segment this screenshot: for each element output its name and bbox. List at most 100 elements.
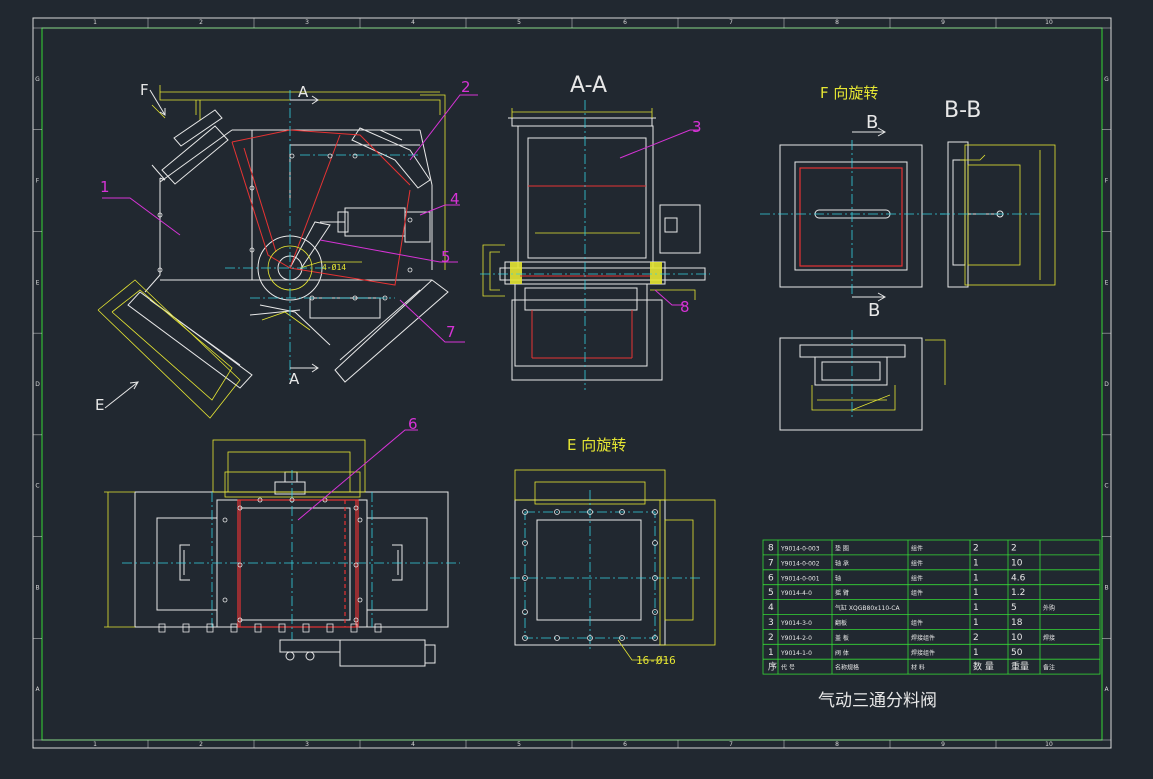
bom-cell-note: 备注 bbox=[1043, 664, 1055, 672]
bom-cell-qty: 1 bbox=[973, 573, 979, 583]
zone-col-label: 2 bbox=[199, 19, 203, 26]
callout-5: 5 bbox=[441, 248, 451, 266]
bom-cell-no: 3 bbox=[768, 618, 774, 628]
bom-cell-code: Y9014-3-0 bbox=[780, 620, 812, 627]
zone-row-label: E bbox=[1105, 279, 1109, 286]
bom-cell-wt: 1.2 bbox=[1011, 588, 1025, 598]
zone-row-label: B bbox=[35, 584, 39, 591]
callout-4: 4 bbox=[450, 190, 460, 208]
bom-cell-qty: 数 量 bbox=[973, 661, 994, 673]
callout-8: 8 bbox=[680, 298, 690, 316]
bom-cell-mat: 焊接组件 bbox=[911, 649, 935, 657]
bom-cell-code: Y9014-2-0 bbox=[780, 635, 812, 642]
bom-cell-qty: 1 bbox=[973, 648, 979, 658]
zone-col-label: 6 bbox=[623, 741, 627, 748]
zone-row-label: B bbox=[1104, 584, 1108, 591]
bom-cell-no: 4 bbox=[768, 603, 774, 613]
callout-1: 1 bbox=[100, 178, 110, 196]
bom-cell-qty: 1 bbox=[973, 588, 979, 598]
bom-cell-wt: 10 bbox=[1011, 558, 1023, 568]
holes-main-note: 4-Ø14 bbox=[322, 262, 346, 272]
zone-row-label: E bbox=[36, 279, 40, 286]
arrow-a-top-label: A bbox=[298, 83, 309, 101]
view-e bbox=[510, 469, 716, 661]
zone-col-label: 5 bbox=[517, 741, 521, 748]
bom-cell-name: 摇 臂 bbox=[835, 589, 849, 597]
bom-cell-qty: 2 bbox=[973, 544, 979, 554]
zone-row-label: D bbox=[1104, 381, 1109, 388]
bom-cell-no: 8 bbox=[768, 544, 774, 554]
bom-cell-note: 焊接 bbox=[1043, 634, 1055, 642]
bom-cell-no: 2 bbox=[768, 633, 774, 643]
callout-3: 3 bbox=[692, 118, 702, 136]
bom-cell-name: 轴 bbox=[835, 574, 841, 582]
zone-col-label: 1 bbox=[93, 19, 97, 26]
bom-cell-code: Y9014-4-0 bbox=[780, 590, 812, 597]
zone-col-label: 8 bbox=[835, 741, 839, 748]
main-view bbox=[97, 85, 478, 419]
arrow-a-bottom-label: A bbox=[289, 370, 300, 388]
bom-cell-code: Y9014-1-0 bbox=[780, 650, 812, 657]
bom-cell-wt: 重量 bbox=[1011, 661, 1029, 673]
bom-cell-wt: 18 bbox=[1011, 618, 1023, 628]
bom-cell-no: 1 bbox=[768, 648, 774, 658]
bom-cell-note: 外购 bbox=[1043, 604, 1055, 612]
arrow-b-bottom-label: B bbox=[868, 300, 880, 321]
section-aa-label: A-A bbox=[570, 73, 607, 98]
bom-cell-qty: 1 bbox=[973, 618, 979, 628]
section-bb-view bbox=[940, 141, 1056, 288]
bom-cell-mat: 组件 bbox=[911, 619, 923, 627]
bom-cell-name: 翻板 bbox=[835, 619, 847, 627]
bom-cell-mat: 材 料 bbox=[911, 664, 925, 672]
zone-col-label: 7 bbox=[729, 19, 733, 26]
bom-cell-mat: 组件 bbox=[911, 574, 923, 582]
section-aa-view bbox=[480, 100, 710, 390]
bom-cell-no: 序 bbox=[768, 661, 777, 673]
zone-row-label: A bbox=[35, 686, 40, 693]
zone-row-label: A bbox=[1104, 686, 1109, 693]
zone-col-label: 10 bbox=[1045, 741, 1053, 748]
bom-cell-wt: 10 bbox=[1011, 633, 1023, 643]
bom-cell-name: 垫 圈 bbox=[835, 545, 849, 553]
bom-cell-code: Y9014-0-002 bbox=[780, 560, 820, 567]
bom-cell-code: 代 号 bbox=[781, 664, 795, 672]
bottom-plan-view bbox=[104, 429, 460, 667]
zone-row-label: F bbox=[1105, 178, 1109, 185]
view-e-label: E 向旋转 bbox=[567, 436, 626, 454]
zone-col-label: 10 bbox=[1045, 19, 1053, 26]
zone-row-label: G bbox=[1104, 76, 1109, 83]
view-f bbox=[760, 127, 946, 431]
bom-cell-qty: 1 bbox=[973, 603, 979, 613]
arrow-f-label: F bbox=[140, 81, 149, 99]
labels: A-A B-B F 向旋转 E 向旋转 A A B B E F 1 2 3 4 … bbox=[95, 73, 981, 711]
bom-cell-qty: 1 bbox=[973, 558, 979, 568]
arrow-e-label: E bbox=[95, 396, 104, 414]
bom-cell-name: 气缸 XQGB80x110-CA bbox=[835, 604, 900, 612]
zone-col-label: 4 bbox=[411, 19, 415, 26]
zone-col-label: 5 bbox=[517, 19, 521, 26]
zone-col-label: 3 bbox=[305, 741, 309, 748]
bom-cell-no: 7 bbox=[768, 558, 774, 568]
zone-col-label: 6 bbox=[623, 19, 627, 26]
zone-col-label: 4 bbox=[411, 741, 415, 748]
section-bb-label: B-B bbox=[944, 98, 981, 123]
bom-cell-no: 5 bbox=[768, 588, 774, 598]
drawing-title: 气动三通分料阀 bbox=[818, 691, 937, 711]
zone-col-label: 2 bbox=[199, 741, 203, 748]
bom-cell-name: 轴 承 bbox=[835, 559, 849, 567]
callout-7: 7 bbox=[446, 323, 456, 341]
bom-cell-wt: 50 bbox=[1011, 648, 1023, 658]
bom-cell-mat: 组件 bbox=[911, 559, 923, 567]
bom-cell-code: Y9014-0-003 bbox=[780, 546, 820, 553]
callout-2: 2 bbox=[461, 78, 471, 96]
callout-6: 6 bbox=[408, 415, 418, 433]
bom-cell-name: 名称规格 bbox=[835, 664, 859, 672]
zone-row-label: G bbox=[35, 76, 40, 83]
bom-cell-no: 6 bbox=[768, 573, 774, 583]
zone-row-label: C bbox=[1104, 483, 1108, 490]
holes-e-note: 16-Ø16 bbox=[636, 654, 676, 667]
